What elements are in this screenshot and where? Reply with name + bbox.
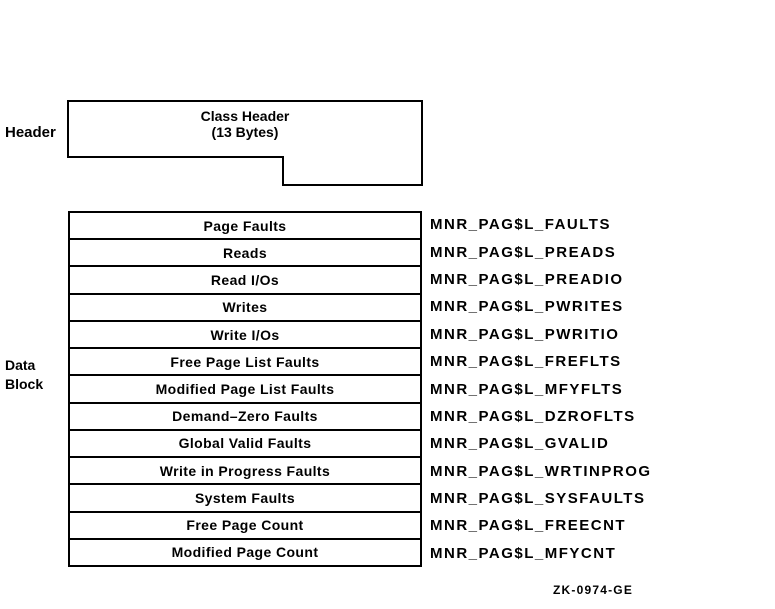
class-header-box [67, 100, 423, 186]
table-row-free-page-list-faults: Free Page List Faults [70, 349, 420, 377]
table-row-modified-page-list-faults: Modified Page List Faults [70, 376, 420, 404]
symbol-label-sysfaults: MNR_PAG$L_SYSFAULTS [430, 490, 646, 508]
table-row-demand-zero-faults: Demand–Zero Faults [70, 404, 420, 431]
symbol-labels-column: MNR_PAG$L_FAULTS MNR_PAG$L_PREADS MNR_PA… [430, 211, 750, 567]
symbol-label-faults: MNR_PAG$L_FAULTS [430, 216, 611, 234]
table-row-read-ios: Read I/Os [70, 267, 420, 295]
symbol-label-preads: MNR_PAG$L_PREADS [430, 243, 617, 261]
class-header-box-outline [67, 100, 423, 186]
table-row-writes: Writes [70, 295, 420, 322]
header-section-label: Header [5, 124, 56, 141]
data-block-label-line2: Block [5, 376, 44, 392]
symbol-label-pwritio: MNR_PAG$L_PWRITIO [430, 325, 620, 343]
figure-id: ZK-0974-GE [553, 583, 634, 597]
symbol-label-dzroflts: MNR_PAG$L_DZROFLTS [430, 407, 636, 425]
table-row-page-faults: Page Faults [70, 213, 420, 241]
table-row-write-in-progress-faults: Write in Progress Faults [70, 458, 420, 486]
data-block-table: Page Faults Reads Read I/Os Writes Write… [68, 211, 422, 567]
symbol-label-wrtinprog: MNR_PAG$L_WRTINPROG [430, 462, 652, 480]
table-row-modified-page-count: Modified Page Count [171, 544, 319, 561]
symbol-label-gvalid: MNR_PAG$L_GVALID [430, 435, 610, 453]
class-header-line2: (13 Bytes) [211, 124, 279, 140]
class-header-text: Class Header (13 Bytes) [68, 108, 422, 140]
data-block-label-line1: Data [5, 357, 36, 373]
table-row-free-page-count: Free Page Count [70, 513, 420, 540]
symbol-label-freflts: MNR_PAG$L_FREFLTS [430, 353, 622, 371]
table-row-write-ios: Write I/Os [70, 322, 420, 350]
symbol-label-freecnt: MNR_PAG$L_FREECNT [430, 517, 627, 535]
symbol-label-mfyflts: MNR_PAG$L_MFYFLTS [430, 380, 624, 398]
symbol-label-preadio: MNR_PAG$L_PREADIO [430, 270, 624, 288]
symbol-label-mfycnt: MNR_PAG$L_MFYCNT [430, 544, 617, 562]
table-row-system-faults: System Faults [70, 485, 420, 513]
data-block-section-label: Data Block [5, 356, 43, 394]
symbol-label-pwrites: MNR_PAG$L_PWRITES [430, 298, 624, 316]
table-row-global-valid-faults: Global Valid Faults [70, 431, 420, 459]
class-header-line1: Class Header [200, 108, 290, 124]
table-row-reads: Reads [70, 240, 420, 268]
